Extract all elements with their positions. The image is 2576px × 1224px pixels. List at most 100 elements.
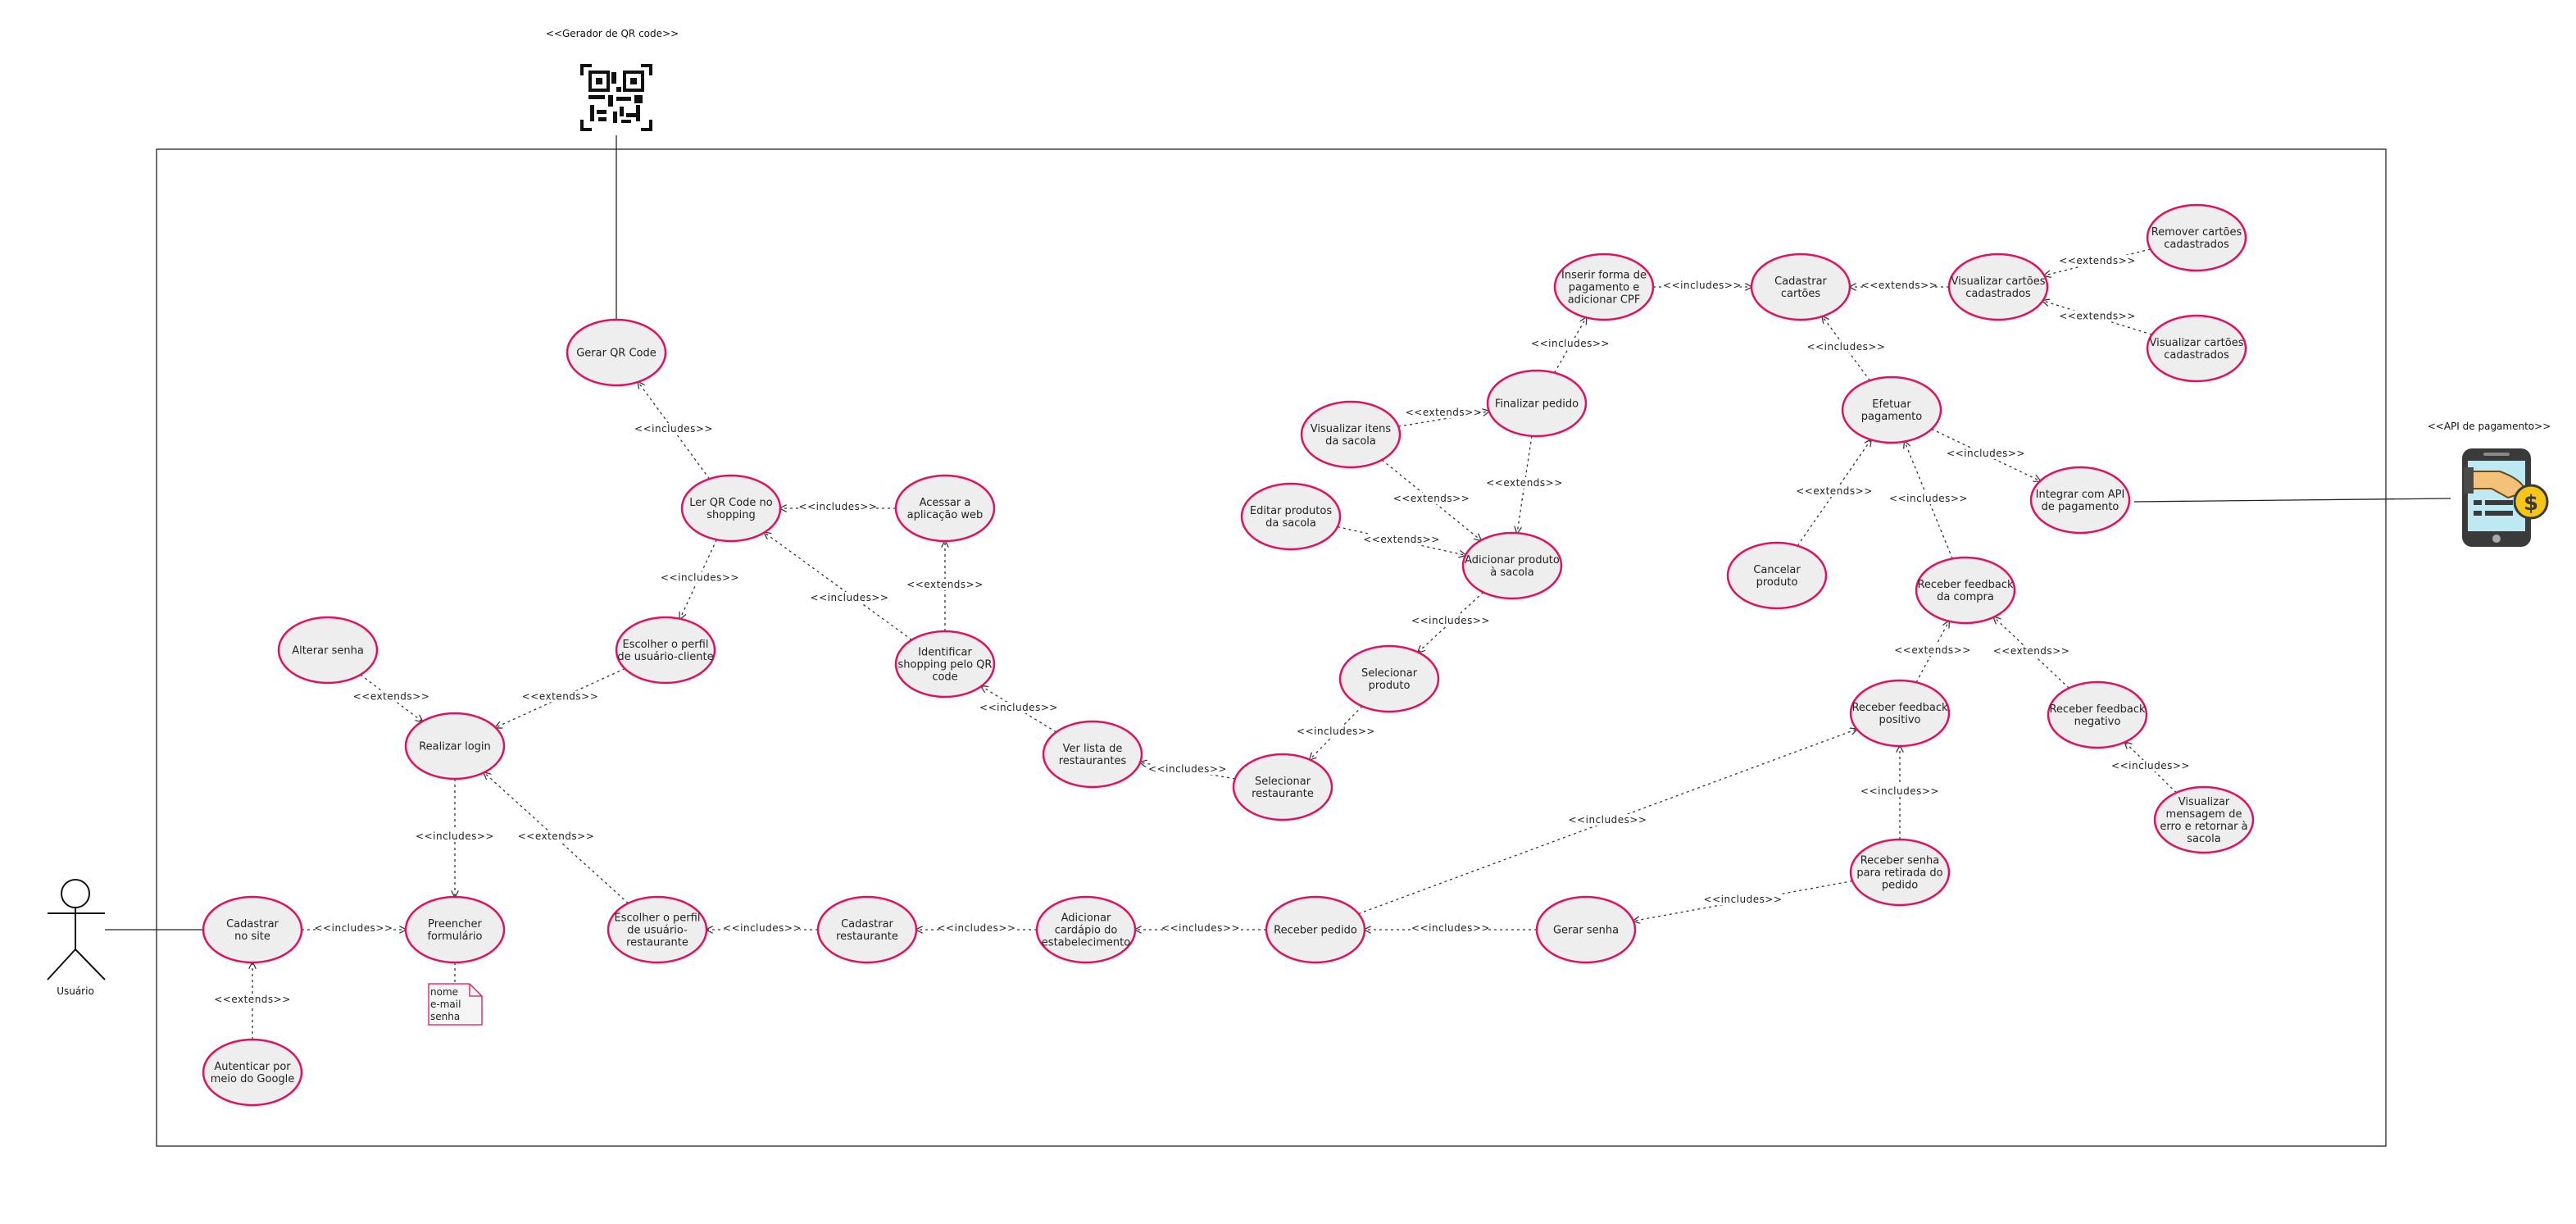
relation-efetuar_pagamento-to-cadastrar_cartoes — [1823, 316, 1870, 381]
use-case-label: Autenticar por — [214, 1061, 291, 1073]
relation-label-bg — [1862, 785, 1938, 797]
user-actor-leg-left — [47, 949, 76, 981]
relation-label: <<includes>> — [1411, 615, 1490, 626]
relation-label: <<includes>> — [315, 922, 393, 934]
relation-label: <<extends>> — [906, 579, 984, 590]
use-case-ellipse — [894, 474, 996, 543]
user-actor-leg-right — [75, 949, 106, 981]
relation-label: <<includes>> — [811, 592, 889, 603]
relation-label-bg — [1367, 534, 1436, 545]
use-case-ellipse — [1461, 531, 1563, 600]
payment-api-actor: <<API de pagamento>> $ — [2428, 421, 2551, 547]
use-case-label: no site — [234, 931, 270, 943]
use-case-label: da sacola — [1325, 435, 1376, 448]
use-case-gerar-senha: Gerar senha — [1535, 895, 1637, 964]
note-line-name: nome — [430, 986, 458, 998]
relation-label: <<includes>> — [1947, 448, 2025, 459]
relation-label-bg — [1397, 493, 1466, 504]
use-case-label: Cadastrar — [1774, 275, 1827, 288]
qr-generator-actor: <<Gerador de QR code>> — [546, 28, 679, 131]
use-case-ellipse — [615, 616, 716, 685]
use-case-ellipse — [1300, 400, 1402, 469]
use-case-ellipse — [1726, 541, 1828, 610]
use-case-label: produto — [1369, 680, 1411, 692]
use-case-label: pagamento — [1861, 411, 1922, 423]
use-case-ellipse — [202, 895, 303, 964]
relation-label-bg — [1808, 341, 1884, 353]
use-case-ellipse — [1265, 895, 1366, 964]
relation-label: <<extends>> — [1993, 645, 2070, 657]
use-case-label: restaurantes — [1059, 755, 1127, 767]
relation-label-bg — [1409, 407, 1479, 418]
use-case-label: Receber pedido — [1274, 925, 1357, 937]
use-case-label: restaurante — [836, 931, 898, 943]
use-case-label: code — [932, 671, 957, 684]
use-case-gerar-qr: Gerar QR Code — [566, 318, 667, 387]
relation-label-bg — [1800, 485, 1869, 497]
relation-label: <<extends>> — [522, 691, 599, 703]
use-case-label: pagamento e — [1569, 282, 1640, 294]
relation-label: <<includes>> — [979, 702, 1058, 713]
use-case-label: Escolher o perfil — [615, 912, 701, 925]
relation-label-bg — [662, 571, 738, 584]
use-case-label: de usuário- — [627, 925, 688, 937]
user-actor-head — [61, 879, 90, 908]
use-case-ellipse — [1849, 838, 1951, 907]
use-case-label: mensagem de — [2166, 808, 2242, 821]
relation-label: <<includes>> — [634, 423, 713, 435]
relation-label-bg — [357, 690, 426, 703]
relation-label-bg — [2063, 255, 2132, 266]
use-case-label: sacola — [2187, 833, 2220, 845]
use-case-ellipse — [1947, 253, 2049, 321]
use-case-ellipse — [680, 474, 782, 543]
use-case-label: Escolher o perfil — [623, 639, 709, 651]
use-case-label: negativo — [2074, 716, 2121, 728]
use-case-label: pedido — [1882, 880, 1918, 892]
use-case-label: Efetuar — [1872, 398, 1911, 411]
use-case-label: restaurante — [626, 937, 688, 949]
user-actor: Usuário — [47, 879, 106, 997]
relation-label-bg — [1997, 645, 2066, 657]
use-case-label: Visualizar itens — [1311, 423, 1392, 435]
use-case-label: Receber feedback — [1917, 579, 2014, 591]
use-case-label: positivo — [1879, 714, 1921, 726]
relation-label-bg — [218, 994, 287, 1005]
use-case-ellipse — [2146, 314, 2247, 383]
use-case-label: Editar produtos — [1250, 505, 1332, 517]
use-case-label: Integrar com API — [2036, 489, 2125, 501]
relation-label: <<extends>> — [214, 994, 291, 1005]
relation-label-bg — [811, 592, 888, 603]
use-case-label: cardápio do — [1055, 925, 1118, 937]
use-case-ellipse — [2153, 785, 2255, 854]
form-fields-note: nome e-mail senha — [428, 983, 483, 1026]
use-case-label: cadastrados — [2164, 349, 2229, 362]
payment-api-label: <<API de pagamento>> — [2428, 421, 2551, 432]
use-case-label: Alterar senha — [292, 645, 364, 658]
user-actor-label: Usuário — [57, 985, 94, 997]
relation-label-bg — [1865, 280, 1934, 291]
use-case-label: Selecionar — [1255, 776, 1311, 788]
relation-label: <<includes>> — [1889, 493, 1968, 504]
use-case-label: Gerar senha — [1553, 925, 1619, 937]
relation-escolher_restaurante-to-realizar_login — [484, 772, 629, 904]
use-case-ellipse — [404, 895, 506, 964]
use-case-ellipse — [894, 630, 996, 698]
use-case-ellipse — [1042, 720, 1143, 789]
relation-label-bg — [800, 501, 876, 512]
relation-finalizar_pedido-to-adicionar_produto — [1517, 435, 1533, 533]
